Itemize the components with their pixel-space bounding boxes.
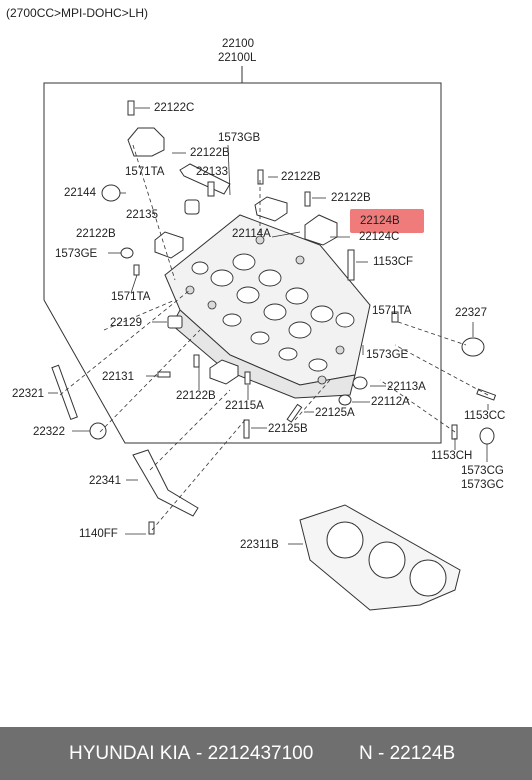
part-label-22131: 22131 [102,371,134,383]
part-label-1140ff: 1140FF [79,528,118,540]
part-label-1573ge-right: 1573GE [366,349,409,361]
part-label-1573ge-left: 1573GE [55,248,98,260]
cylinder-head [164,214,371,399]
label-ticks [48,107,489,545]
part-label-22125a: 22125A [315,407,355,419]
part-label-1153ch: 1153CH [431,450,473,462]
part-label-22311b: 22311B [240,539,279,551]
part-label-22129: 22129 [110,317,142,329]
part-label-22125b: 22125B [268,423,308,435]
head-gasket [299,504,461,611]
part-label-22327: 22327 [455,307,487,319]
part-label-1153cc: 1153CC [464,410,506,422]
part-label-22100l: 22100L [218,52,257,64]
part-label-22133: 22133 [196,166,228,178]
part-label-1153cf: 1153CF [373,256,414,268]
part-label-1573gb: 1573GB [218,132,261,144]
part-label-22114a: 22114A [232,228,271,240]
part-label-1571ta-left: 1571TA [111,291,151,303]
footer-brand: HYUNDAI KIA [69,743,191,764]
part-number-footer: HYUNDAI KIA - 2212437100 N - 22124B [0,727,532,780]
part-label-22135: 22135 [126,209,158,221]
leader-lines [59,144,489,531]
part-label-22322: 22322 [33,426,65,438]
part-label-22122b-right: 22122B [281,171,321,183]
part-label-22122b-left: 22122B [76,228,116,240]
part-label-22124c: 22124C [359,231,400,243]
part-label-22321: 22321 [12,388,44,400]
part-label-1571ta-right: 1571TA [372,305,412,317]
part-label-1571ta-top: 1571TA [125,166,165,178]
highlighted-part-box [350,209,424,233]
part-label-22100: 22100 [222,38,254,50]
footer-oem-number: - 2212437100 [196,743,314,764]
part-label-22341: 22341 [89,475,121,487]
assembly-frame [43,82,442,444]
part-label-22115a: 22115A [225,400,264,412]
part-label-22122b-bottom: 22122B [176,390,216,402]
part-label-1573gc: 1573GC [461,479,504,491]
engine-spec-header: (2700CC>MPI-DOHC>LH) [6,6,149,20]
part-label-22124b: 22124B [360,215,400,227]
part-label-22122b-far-right: 22122B [331,192,371,204]
footer-part-number: N - 22124B [359,743,456,764]
part-label-22122b-top: 22122B [190,147,230,159]
part-label-1573cg: 1573CG [461,465,504,477]
part-label-22144: 22144 [64,187,96,199]
part-label-22112a: 22112A [371,396,410,408]
part-label-22122c: 22122C [154,102,195,114]
part-label-22113a: 22113A [387,381,426,393]
